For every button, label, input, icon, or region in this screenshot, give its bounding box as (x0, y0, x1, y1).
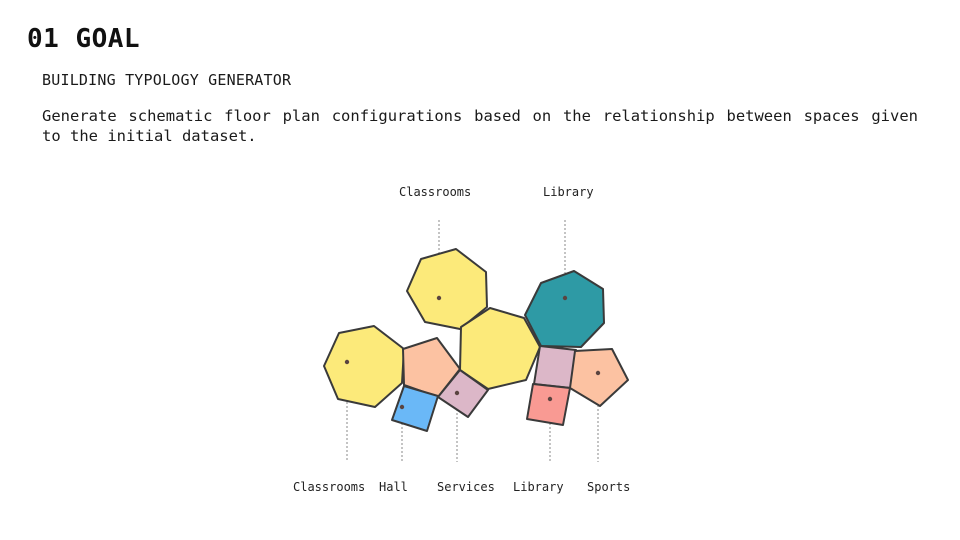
label-bottom-sports: Sports (587, 480, 631, 494)
anchor-dot-services (454, 390, 460, 396)
label-bottom-classrooms: Classrooms (293, 480, 366, 494)
space-sports (569, 348, 629, 407)
label-bottom-hall: Hall (379, 480, 408, 494)
space-classrooms-left (323, 325, 405, 408)
space-services (437, 369, 489, 418)
space-library-upper-square (533, 345, 577, 389)
anchor-dots (344, 295, 601, 410)
space-classrooms-top (406, 248, 488, 330)
label-bottom-services: Services (437, 480, 495, 494)
anchor-dot-sports (595, 370, 601, 376)
space-polygons (323, 248, 629, 432)
anchor-dot-hall (399, 404, 405, 410)
space-library-main (524, 270, 605, 348)
anchor-dot-classrooms-top (436, 295, 442, 301)
anchor-dot-library-top (562, 295, 568, 301)
page-title: 01 GOAL (27, 24, 141, 54)
page-subtitle: BUILDING TYPOLOGY GENERATOR (42, 71, 292, 89)
label-top-classrooms: Classrooms (399, 185, 472, 199)
space-library-lower-square (526, 383, 571, 426)
label-top-library: Library (543, 185, 594, 199)
label-bottom-library: Library (513, 480, 564, 494)
space-hall (391, 385, 439, 432)
anchor-dot-library-bottom (547, 396, 553, 402)
anchor-dot-classrooms-left (344, 359, 350, 365)
page-description: Generate schematic floor plan configurat… (42, 107, 918, 145)
